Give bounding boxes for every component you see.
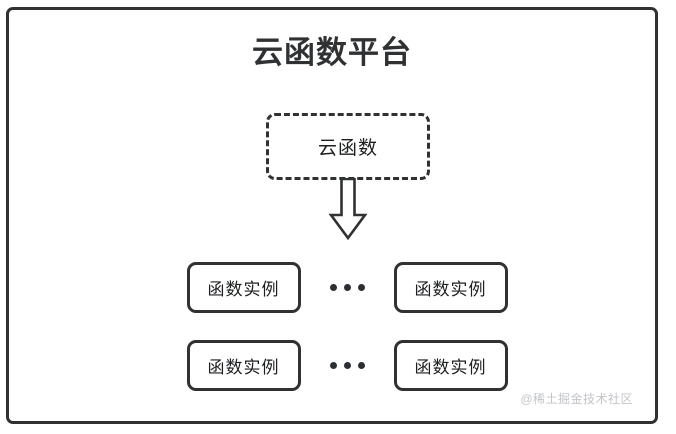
dot — [343, 361, 351, 369]
cloud-function-label: 云函数 — [317, 138, 378, 159]
ellipsis-dots-icon — [301, 340, 394, 391]
dot — [329, 283, 337, 291]
function-instance-box[interactable]: 函数实例 — [186, 339, 301, 391]
dot — [329, 361, 337, 369]
function-instance-box[interactable]: 函数实例 — [393, 339, 508, 391]
dot — [357, 283, 365, 291]
down-block-arrow-icon — [328, 177, 368, 241]
cloud-function-node[interactable]: 云函数 — [266, 113, 430, 180]
instance-row: 函数实例 函数实例 — [9, 261, 676, 313]
function-instance-label: 函数实例 — [207, 279, 280, 299]
page-title: 云函数平台 — [252, 35, 412, 70]
function-instance-label: 函数实例 — [414, 279, 487, 299]
function-instance-box[interactable]: 函数实例 — [186, 261, 301, 313]
function-instance-box[interactable]: 函数实例 — [393, 261, 508, 313]
cloud-function-platform-frame: 云函数平台 云函数 函数实例 函数实例 函数实例 — [6, 7, 658, 424]
dot — [343, 283, 351, 291]
dot — [357, 361, 365, 369]
watermark: @稀土掘金技术社区 — [520, 392, 633, 406]
function-instance-label: 函数实例 — [414, 357, 487, 377]
instance-row: 函数实例 函数实例 — [9, 339, 676, 391]
ellipsis-dots-icon — [301, 262, 394, 313]
function-instance-label: 函数实例 — [207, 357, 280, 377]
